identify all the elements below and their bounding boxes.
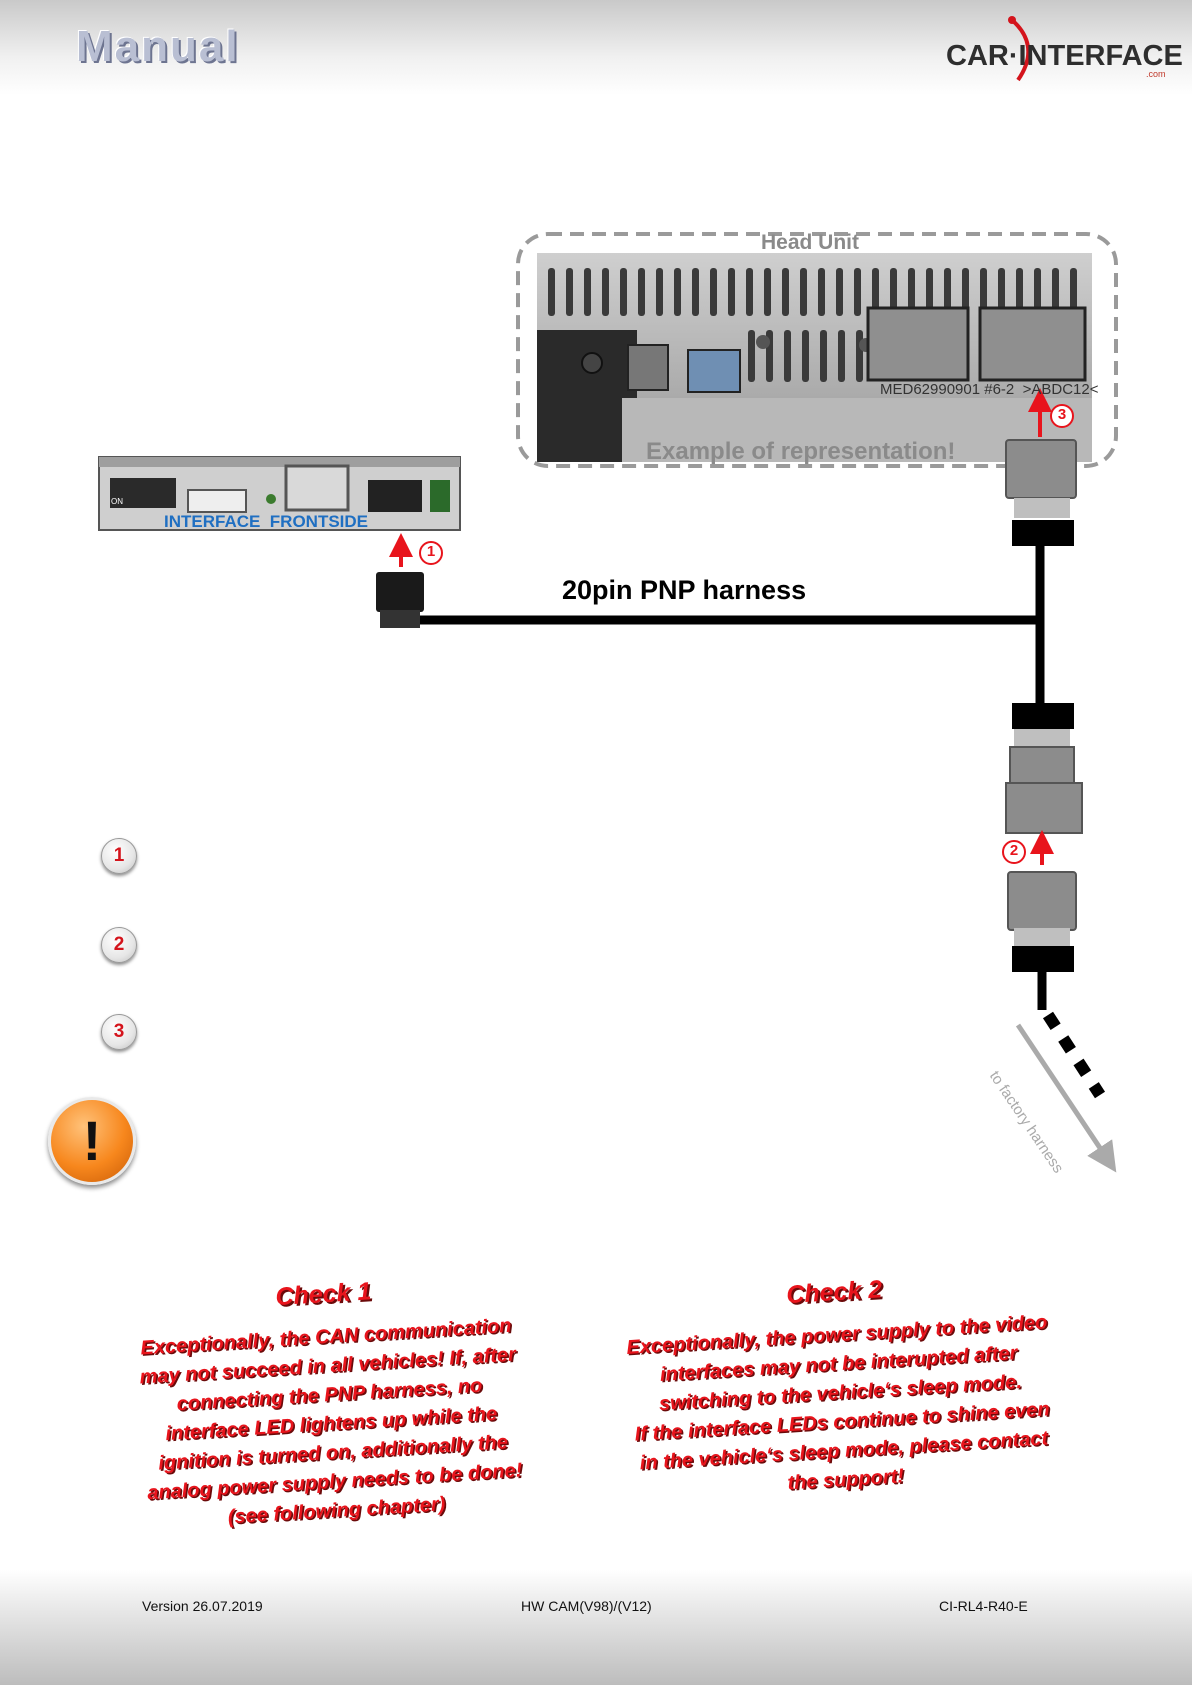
head-unit-label: Head Unit	[760, 231, 859, 254]
dip-switch-label: ON	[111, 497, 123, 506]
head-unit-part-text: MED62990901 #6-2 >ABDC12<	[880, 381, 1099, 398]
pnp-plug-connector	[376, 572, 424, 628]
exclamation-icon: !	[48, 1097, 136, 1185]
factory-plug-connector	[1007, 871, 1077, 972]
head-unit-connector-a	[866, 306, 970, 382]
logo-swoosh-icon	[1008, 16, 1031, 82]
diagram-marker-3-label: 3	[1057, 406, 1067, 423]
warning-symbol: !	[82, 1109, 102, 1172]
diagram-marker-2	[1002, 840, 1026, 864]
footer-version: Version 26.07.2019	[142, 1598, 263, 1614]
interface-video-connector	[284, 464, 350, 512]
diagram-marker-2-label: 2	[1009, 842, 1019, 859]
head-unit-fakra-port	[627, 344, 669, 391]
head-unit-dashed-frame	[516, 232, 1118, 468]
diagram-marker-1-label: 1	[426, 543, 436, 560]
representation-note: Example of representation!	[646, 438, 956, 465]
footer-band	[0, 1570, 1192, 1685]
interface-small-connector	[187, 489, 247, 513]
wiring-diagram	[98, 232, 1118, 1173]
page-title: Manual	[76, 22, 240, 71]
interface-led-icon	[266, 494, 276, 504]
check-1-text: Exceptionally, the CAN communication may…	[139, 1314, 523, 1529]
footer-hardware: HW CAM(V98)/(V12)	[521, 1598, 652, 1614]
interface-box	[98, 456, 461, 531]
harness-label: 20pin PNP harness	[562, 575, 807, 605]
head-unit-usb-port	[687, 349, 741, 393]
header-band	[0, 0, 1192, 95]
diagram-marker-1	[419, 541, 443, 565]
dip-switch-block	[110, 478, 176, 508]
head-unit-plug-connector	[1005, 439, 1077, 546]
step-2-number: 2	[113, 934, 125, 955]
factory-harness-arrow	[1015, 1023, 1117, 1173]
check-1-block: Check 1 Exceptionally, the CAN communica…	[63, 1264, 597, 1541]
step-1-badge: 1	[101, 838, 137, 874]
vehicle-socket-connector	[1005, 703, 1083, 834]
footer-doc-id: CI-RL4-R40-E	[939, 1598, 1028, 1614]
head-unit-photo	[537, 253, 1092, 462]
check-2-block: Check 2 Exceptionally, the power supply …	[554, 1261, 1126, 1512]
head-unit-vent-slots	[548, 268, 1077, 382]
step-1-number: 1	[113, 845, 125, 866]
step-2-badge: 2	[101, 927, 137, 963]
brand-logo	[940, 14, 1180, 84]
check-2-text: Exceptionally, the power supply to the v…	[625, 1311, 1051, 1495]
diagram-marker-3	[1050, 404, 1074, 428]
logo-text: CAR·INTERFACE	[946, 40, 1183, 72]
interface-pnp-socket	[368, 480, 422, 512]
harness-cables	[408, 540, 1047, 1010]
interface-label: INTERFACE FRONTSIDE	[164, 512, 369, 531]
step-3-number: 3	[113, 1021, 125, 1042]
head-unit-connector-b	[978, 306, 1087, 382]
logo-suffix: .com	[1146, 69, 1166, 79]
step-3-badge: 3	[101, 1014, 137, 1050]
